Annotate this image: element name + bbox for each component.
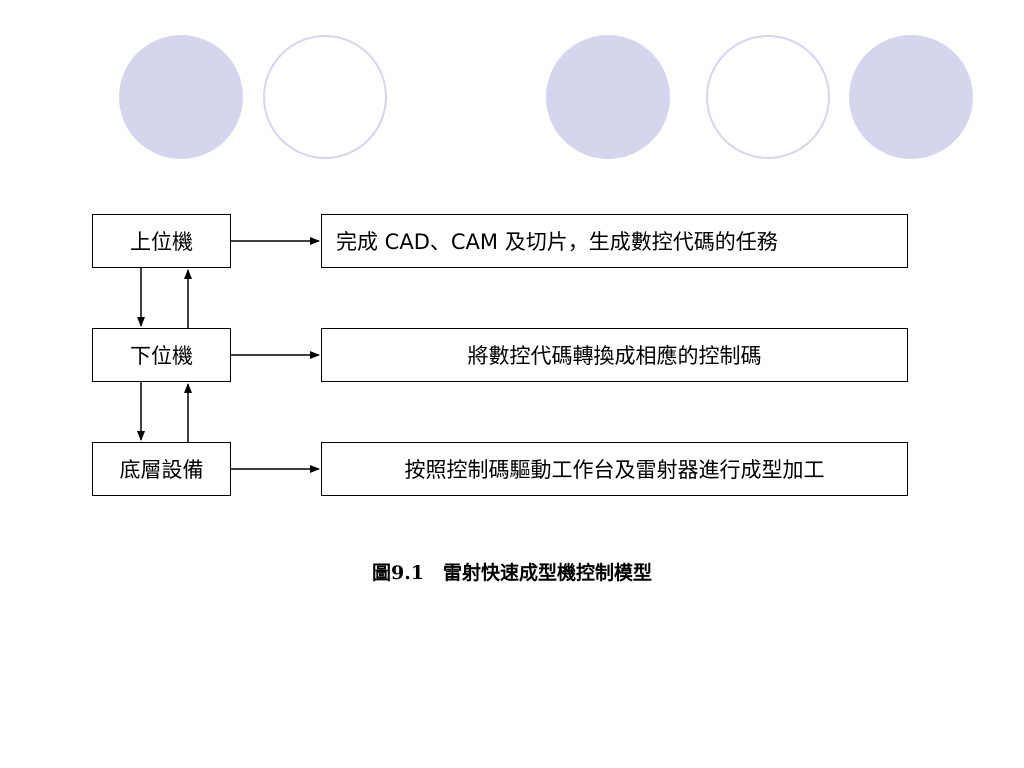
decor-circle-outline-1 [263, 35, 387, 159]
node-device: 底層設備 [92, 442, 231, 496]
task-device-label: 按照控制碼驅動工作台及雷射器進行成型加工 [404, 458, 825, 482]
decor-circle-filled-2 [546, 35, 670, 159]
decor-circle-filled-1 [119, 35, 243, 159]
task-host-label: 完成 CAD、CAM 及切片，生成數控代碼的任務 [336, 230, 778, 254]
task-host: 完成 CAD、CAM 及切片，生成數控代碼的任務 [321, 214, 908, 268]
task-device: 按照控制碼驅動工作台及雷射器進行成型加工 [321, 442, 908, 496]
task-slave: 將數控代碼轉換成相應的控制碼 [321, 328, 908, 382]
figure-caption: 圖9.1 雷射快速成型機控制模型 [371, 562, 653, 584]
node-slave: 下位機 [92, 328, 231, 382]
decor-circle-outline-2 [706, 35, 830, 159]
node-host: 上位機 [92, 214, 231, 268]
node-device-label: 底層設備 [119, 458, 204, 482]
node-slave-label: 下位機 [130, 344, 193, 368]
node-host-label: 上位機 [130, 230, 193, 254]
task-slave-label: 將數控代碼轉換成相應的控制碼 [467, 344, 762, 368]
decor-circle-filled-3 [849, 35, 973, 159]
